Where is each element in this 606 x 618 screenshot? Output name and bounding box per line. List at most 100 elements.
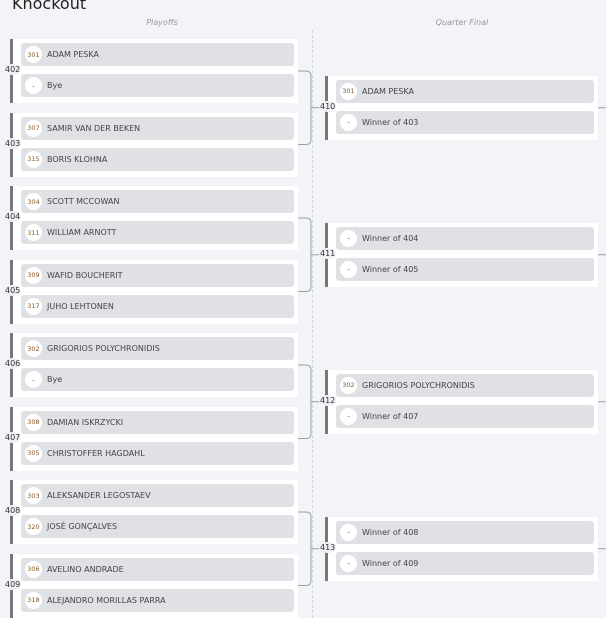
round-title-playoffs: Playoffs: [146, 18, 178, 27]
participant-name: CHRISTOFFER HAGDAHL: [47, 448, 145, 458]
match-number: 407: [4, 431, 22, 443]
seed-badge: 318: [25, 591, 42, 609]
round-title-quarter-final: Quarter Final: [435, 18, 489, 27]
seed-badge: 304: [25, 193, 42, 210]
match-412: 302 GRIGORIOS POLYCHRONIDIS -Winner of 407: [325, 369, 598, 434]
match-number: 409: [4, 578, 22, 590]
participant-name: AVELINO ANDRADE: [47, 564, 124, 574]
seed-badge: -: [340, 229, 357, 247]
match-slot[interactable]: -Bye: [21, 74, 294, 97]
seed-badge: 302: [25, 340, 42, 357]
participant-name: Winner of 405: [362, 264, 419, 274]
match-slot[interactable]: -Winner of 404: [336, 226, 594, 250]
match-slot[interactable]: 308 DAMIAN ISKRZYCKI: [21, 410, 294, 434]
match-slot[interactable]: -Winner of 403: [336, 110, 594, 134]
match-411: -Winner of 404-Winner of 405: [325, 222, 598, 287]
participant-name: Winner of 403: [362, 117, 419, 127]
seed-badge: 306: [25, 560, 42, 578]
match-slot[interactable]: 311 WILLIAM ARNOTT: [21, 221, 294, 244]
participant-name: Winner of 409: [362, 558, 419, 568]
match-404: 304 SCOTT MCCOWAN 311 WILLIAM ARNOTT: [10, 186, 298, 250]
match-slot[interactable]: 302 GRIGORIOS POLYCHRONIDIS: [336, 373, 594, 397]
page-title: Knockout: [12, 0, 87, 13]
match-number: 404: [4, 211, 22, 222]
match-403: 307 SAMIR VAN DER BEKEN 315 BORIS KLOHNA: [10, 112, 298, 177]
match-slot[interactable]: 317 JUHO LEHTONEN: [21, 294, 294, 318]
match-406: 302 GRIGORIOS POLYCHRONIDIS -Bye: [10, 333, 298, 397]
seed-badge: 315: [25, 150, 42, 168]
match-slot[interactable]: -Winner of 407: [336, 404, 594, 428]
seed-badge: 320: [25, 518, 42, 535]
participant-name: SCOTT MCCOWAN: [47, 197, 120, 206]
match-number: 406: [4, 358, 22, 369]
participant-name: ALEKSANDER LEGOSTAEV: [47, 491, 151, 500]
seed-badge: -: [25, 77, 42, 94]
match-slot[interactable]: 303 ALEKSANDER LEGOSTAEV: [21, 484, 294, 507]
seed-badge: 307: [25, 119, 42, 137]
match-number: 410: [319, 100, 337, 112]
match-slot[interactable]: -Winner of 405: [336, 257, 594, 281]
participant-name: JOSÉ GONÇALVES: [47, 522, 118, 531]
match-number: 408: [4, 505, 22, 516]
seed-badge: 303: [25, 487, 42, 504]
participant-name: SAMIR VAN DER BEKEN: [47, 123, 141, 133]
match-number: 411: [319, 247, 337, 259]
match-407: 308 DAMIAN ISKRZYCKI 305 CHRISTOFFER HAGDAH…: [10, 406, 298, 471]
match-slot[interactable]: -Winner of 408: [336, 520, 594, 544]
match-slot[interactable]: 301 ADAM PESKA: [21, 43, 294, 66]
participant-name: ALEJANDRO MORILLAS PARRA: [47, 595, 166, 605]
match-409: 306 AVELINO ANDRADE 318 ALEJANDRO MORILLAS …: [10, 553, 298, 618]
match-number: 413: [319, 541, 337, 553]
participant-name: Winner of 408: [362, 527, 419, 537]
match-number: 405: [4, 284, 22, 296]
seed-badge: 302: [340, 376, 357, 394]
seed-badge: -: [340, 260, 357, 278]
participant-name: Bye: [47, 375, 63, 384]
match-413: -Winner of 408-Winner of 409: [325, 516, 598, 581]
match-slot[interactable]: 306 AVELINO ANDRADE: [21, 557, 294, 581]
match-slot[interactable]: -Bye: [21, 368, 294, 391]
seed-badge: -: [25, 371, 42, 388]
match-number: 402: [4, 64, 22, 75]
match-408: 303 ALEKSANDER LEGOSTAEV 320 JOSÉ GONÇALVES: [10, 480, 298, 544]
match-slot[interactable]: 301 ADAM PESKA: [336, 79, 594, 103]
seed-badge: -: [340, 554, 357, 572]
match-number: 403: [4, 137, 22, 149]
round-divider: [312, 30, 313, 618]
participant-name: WAFID BOUCHERIT: [47, 270, 123, 280]
seed-badge: 301: [340, 82, 357, 100]
match-slot[interactable]: 302 GRIGORIOS POLYCHRONIDIS: [21, 337, 294, 360]
participant-name: ADAM PESKA: [47, 50, 99, 59]
seed-badge: 305: [25, 444, 42, 462]
participant-name: BORIS KLOHNA: [47, 154, 108, 164]
participant-name: GRIGORIOS POLYCHRONIDIS: [47, 344, 160, 353]
match-slot[interactable]: 315 BORIS KLOHNA: [21, 147, 294, 171]
match-402: 301 ADAM PESKA -Bye: [10, 39, 298, 103]
participant-name: Bye: [47, 81, 63, 90]
seed-badge: 311: [25, 224, 42, 241]
match-405: 309 WAFID BOUCHERIT 317 JUHO LEHTONEN: [10, 259, 298, 324]
match-slot[interactable]: 320 JOSÉ GONÇALVES: [21, 515, 294, 538]
match-slot[interactable]: 304 SCOTT MCCOWAN: [21, 190, 294, 213]
seed-badge: 309: [25, 266, 42, 284]
participant-name: Winner of 407: [362, 411, 419, 421]
seed-badge: -: [340, 407, 357, 425]
seed-badge: -: [340, 113, 357, 131]
participant-name: ADAM PESKA: [362, 86, 414, 96]
match-410: 301 ADAM PESKA -Winner of 403: [325, 75, 598, 140]
match-slot[interactable]: 305 CHRISTOFFER HAGDAHL: [21, 441, 294, 465]
seed-badge: 301: [25, 46, 42, 63]
participant-name: DAMIAN ISKRZYCKI: [47, 417, 124, 427]
participant-name: JUHO LEHTONEN: [47, 301, 114, 311]
match-slot[interactable]: -Winner of 409: [336, 551, 594, 575]
seed-badge: -: [340, 523, 357, 541]
match-slot[interactable]: 309 WAFID BOUCHERIT: [21, 263, 294, 287]
match-slot[interactable]: 307 SAMIR VAN DER BEKEN: [21, 116, 294, 140]
participant-name: WILLIAM ARNOTT: [47, 228, 117, 237]
match-number: 412: [319, 394, 337, 406]
participant-name: Winner of 404: [362, 233, 419, 243]
match-slot[interactable]: 318 ALEJANDRO MORILLAS PARRA: [21, 588, 294, 612]
seed-badge: 308: [25, 413, 42, 431]
participant-name: GRIGORIOS POLYCHRONIDIS: [362, 380, 475, 390]
seed-badge: 317: [25, 297, 42, 315]
